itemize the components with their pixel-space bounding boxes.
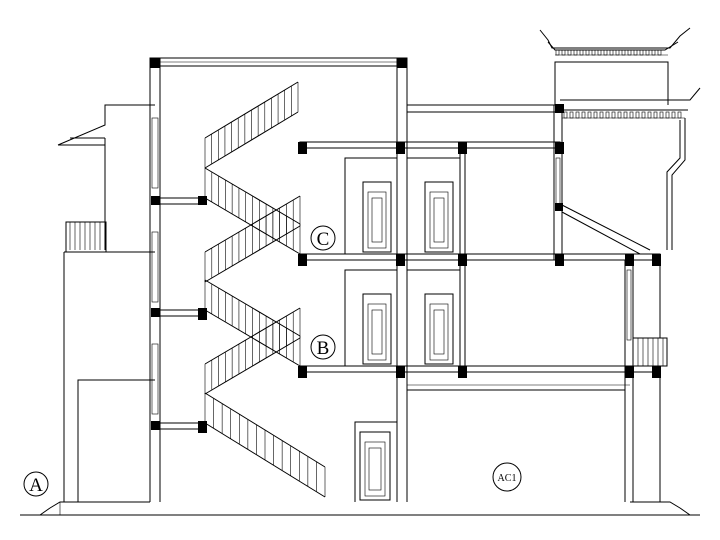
eave-dentils <box>555 49 662 56</box>
axis-b-text: B <box>317 338 330 359</box>
column <box>198 421 207 433</box>
column <box>198 308 207 320</box>
column <box>396 366 405 378</box>
stair-flight <box>204 81 299 169</box>
axis-c-text: C <box>317 229 330 250</box>
column <box>652 366 661 378</box>
room-tag-text: AC1 <box>498 473 517 484</box>
eave-dentils <box>563 111 682 119</box>
staircase <box>204 81 326 498</box>
stair-tower <box>149 57 408 502</box>
column <box>298 254 307 266</box>
column <box>555 203 563 211</box>
right-railing <box>637 338 664 366</box>
column <box>458 142 467 154</box>
column <box>555 104 564 113</box>
door <box>424 181 454 253</box>
column <box>396 254 405 266</box>
axis-label-b: B <box>310 334 336 360</box>
stair-flight <box>204 307 301 395</box>
left-wing <box>57 104 155 502</box>
right-wing <box>407 104 668 502</box>
roof-gable <box>539 27 701 250</box>
column <box>625 366 634 378</box>
column <box>625 254 634 266</box>
column <box>396 142 405 154</box>
column <box>458 366 467 378</box>
column <box>397 58 407 68</box>
column <box>652 254 661 266</box>
axis-a-text: A <box>29 475 43 496</box>
column <box>151 421 160 430</box>
column <box>298 142 307 154</box>
stair-flight <box>204 392 326 498</box>
axis-label-a: A <box>23 471 49 497</box>
stair-flight <box>204 195 301 283</box>
door <box>359 431 391 501</box>
room-tag: AC1 <box>492 462 522 492</box>
door <box>362 181 392 253</box>
column <box>198 196 207 205</box>
door <box>424 293 454 365</box>
column <box>458 254 467 266</box>
axis-label-c: C <box>310 225 336 251</box>
column <box>150 58 160 68</box>
structural-columns <box>150 58 661 433</box>
left-railing <box>69 222 101 250</box>
column <box>151 308 160 317</box>
column <box>555 254 564 266</box>
column <box>298 366 307 378</box>
ground <box>20 501 700 516</box>
doors <box>359 181 454 501</box>
door <box>362 293 392 365</box>
column <box>555 142 564 154</box>
column <box>151 196 160 205</box>
floor-slabs <box>159 141 661 430</box>
